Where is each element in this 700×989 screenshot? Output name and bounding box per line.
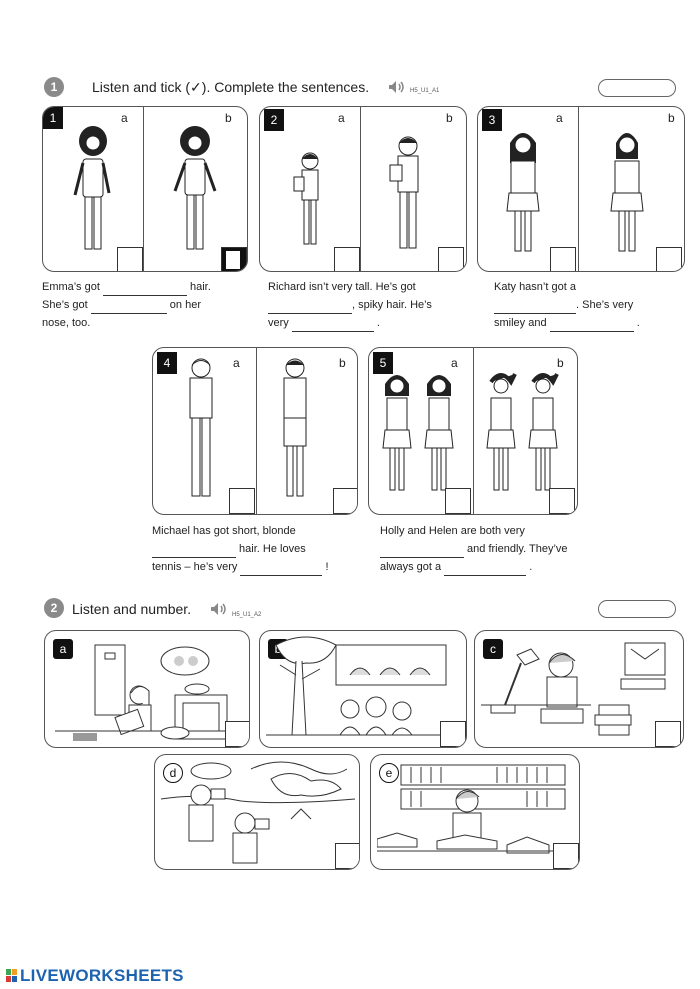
girl-uniform-a-illustration — [506, 133, 540, 252]
short-boy-illustration — [293, 152, 319, 245]
scene-card-a: a — [44, 630, 250, 748]
number-box-e[interactable] — [553, 843, 579, 869]
scene-letter: a — [53, 639, 73, 659]
option-a-label: a — [121, 111, 128, 125]
tick-box-1a[interactable] — [117, 247, 143, 271]
two-girls-a-illustration — [382, 375, 454, 491]
answer-blank[interactable] — [152, 546, 236, 558]
tick-box-5a[interactable] — [445, 488, 471, 514]
exercise-1-title: Listen and tick (✓). Complete the senten… — [92, 79, 370, 95]
option-b-label: b — [557, 356, 564, 370]
speaker-icon[interactable] — [388, 80, 406, 94]
exercise-2-badge: 2 — [44, 598, 64, 618]
boy-shorts-illustration — [283, 358, 307, 497]
sentence-2: Richard isn’t very tall. He’s got , spik… — [268, 278, 468, 332]
card-number: 4 — [157, 352, 177, 374]
exercise-2-title: Listen and number. — [72, 601, 192, 617]
sentence-3: Katy hasn’t got a . She’s very smiley an… — [494, 278, 694, 332]
answer-blank[interactable] — [291, 320, 374, 332]
scene-card-d: d — [154, 754, 360, 870]
score-box-1[interactable] — [598, 79, 676, 97]
option-b-label: b — [339, 356, 346, 370]
answer-blank[interactable] — [102, 284, 187, 296]
tick-card-5: 5 a b — [368, 347, 578, 515]
girl-curly-hair-shorts-illustration — [173, 126, 217, 250]
sentence-4: Michael has got short, blonde hair. He l… — [152, 522, 362, 576]
boy-long-trousers-illustration — [189, 358, 213, 497]
audio-code-2: H5_U1_A2 — [232, 612, 262, 618]
option-a-label: a — [338, 111, 345, 125]
scene-card-e: e — [370, 754, 580, 870]
answer-blank[interactable] — [444, 564, 527, 576]
option-b-label: b — [225, 111, 232, 125]
boy-studying-desk-illustration — [481, 642, 666, 736]
card-number: 5 — [373, 352, 393, 374]
tick-box-3b[interactable] — [656, 247, 682, 271]
number-box-a[interactable] — [225, 721, 249, 747]
tick-box-2b[interactable] — [438, 247, 464, 271]
two-girls-b-illustration — [486, 373, 559, 491]
option-b-label: b — [668, 111, 675, 125]
audio-code-1: H5_U1_A1 — [410, 88, 440, 94]
sentence-5: Holly and Helen are both very and friend… — [380, 522, 590, 576]
option-a-label: a — [233, 356, 240, 370]
option-a-label: a — [451, 356, 458, 370]
option-a-label: a — [556, 111, 563, 125]
card-number: 2 — [264, 109, 284, 131]
tick-card-3: 3 a b — [477, 106, 685, 272]
liveworksheets-brand: LIVEWORKSHEETS — [20, 966, 184, 985]
scene-card-c: c — [474, 630, 684, 748]
tick-box-3a[interactable] — [550, 247, 576, 271]
boy-reading-library-illustration — [377, 764, 575, 854]
tick-card-4: 4 a b — [152, 347, 358, 515]
answer-blank[interactable] — [268, 302, 352, 314]
tick-box-4b[interactable] — [333, 488, 357, 514]
score-box-2[interactable] — [598, 600, 676, 618]
number-box-d[interactable] — [335, 843, 359, 869]
card-number: 1 — [43, 107, 63, 129]
tick-box-1b[interactable] — [221, 247, 247, 271]
girl-curly-hair-illustration — [73, 126, 111, 250]
taller-boy-illustration — [389, 136, 419, 249]
kitchen-girl-illustration — [55, 644, 245, 741]
tick-card-1: 1 a b — [42, 106, 248, 272]
answer-blank[interactable] — [240, 564, 323, 576]
exercise-1-badge: 1 — [44, 77, 64, 97]
girl-uniform-b-illustration — [610, 133, 644, 252]
boys-taking-photos-illustration — [161, 761, 355, 864]
boys-under-tree-illustration — [266, 636, 462, 736]
scene-letter: e — [379, 763, 399, 783]
speaker-icon[interactable] — [210, 602, 228, 616]
number-box-b[interactable] — [440, 721, 466, 747]
number-box-c[interactable] — [655, 721, 681, 747]
scene-letter: d — [163, 763, 183, 783]
scene-card-b: b — [259, 630, 467, 748]
liveworksheets-logo-icon — [6, 969, 17, 982]
sentence-1: Emma’s got hair. She’s got on her nose, … — [42, 281, 211, 329]
answer-blank[interactable] — [549, 320, 634, 332]
answer-blank[interactable] — [90, 302, 167, 314]
tick-box-4a[interactable] — [229, 488, 255, 514]
option-b-label: b — [446, 111, 453, 125]
tick-box-5b[interactable] — [549, 488, 575, 514]
scene-letter: c — [483, 639, 503, 659]
tick-card-2: 2 a b — [259, 106, 467, 272]
tick-box-2a[interactable] — [334, 247, 360, 271]
answer-blank[interactable] — [380, 546, 464, 558]
answer-blank[interactable] — [494, 302, 576, 314]
card-number: 3 — [482, 109, 502, 131]
